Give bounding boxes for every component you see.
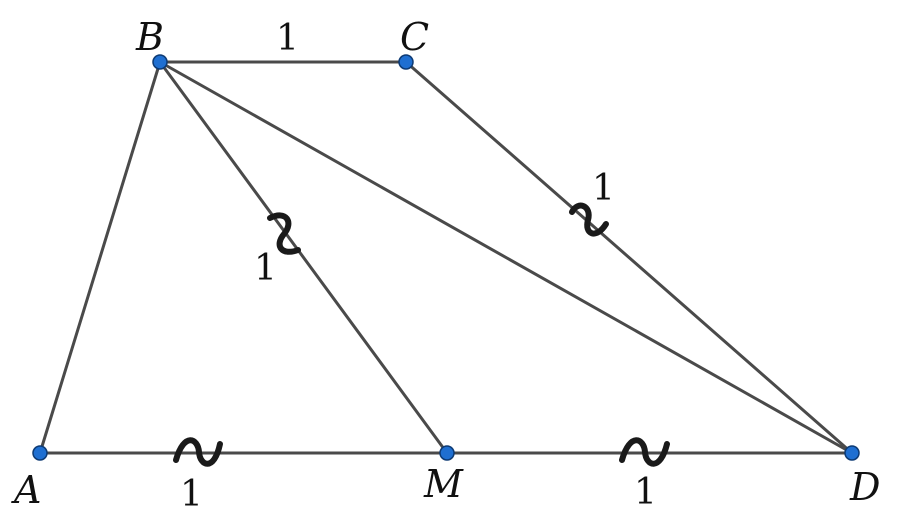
vertex-d-label: D	[849, 465, 880, 509]
vertex-a-label: A	[11, 468, 41, 512]
vertex-m-label: M	[423, 462, 464, 506]
vertex-b-point	[152, 54, 168, 70]
edge-cd-length-label: 1	[592, 168, 615, 209]
edge-ab	[38, 60, 162, 455]
vertex-c-label: C	[400, 15, 429, 59]
edge-md-length-label: 1	[634, 472, 657, 513]
vertex-a-point	[32, 445, 48, 461]
vertex-b-label: B	[135, 15, 164, 59]
edge-bd	[158, 60, 854, 455]
vertex-c-point	[398, 54, 414, 70]
vertex-m-point	[439, 445, 455, 461]
tick-bm	[267, 212, 301, 255]
edge-bm	[158, 60, 449, 455]
edge-bc-length-label: 1	[276, 18, 299, 59]
vertex-d-point	[844, 445, 860, 461]
tick-cd	[569, 202, 609, 237]
edge-am-length-label: 1	[180, 474, 203, 515]
tick-md	[619, 437, 670, 467]
edge-bm-length-label: 1	[254, 248, 277, 289]
tick-am	[173, 437, 223, 467]
edge-cd	[404, 60, 854, 455]
